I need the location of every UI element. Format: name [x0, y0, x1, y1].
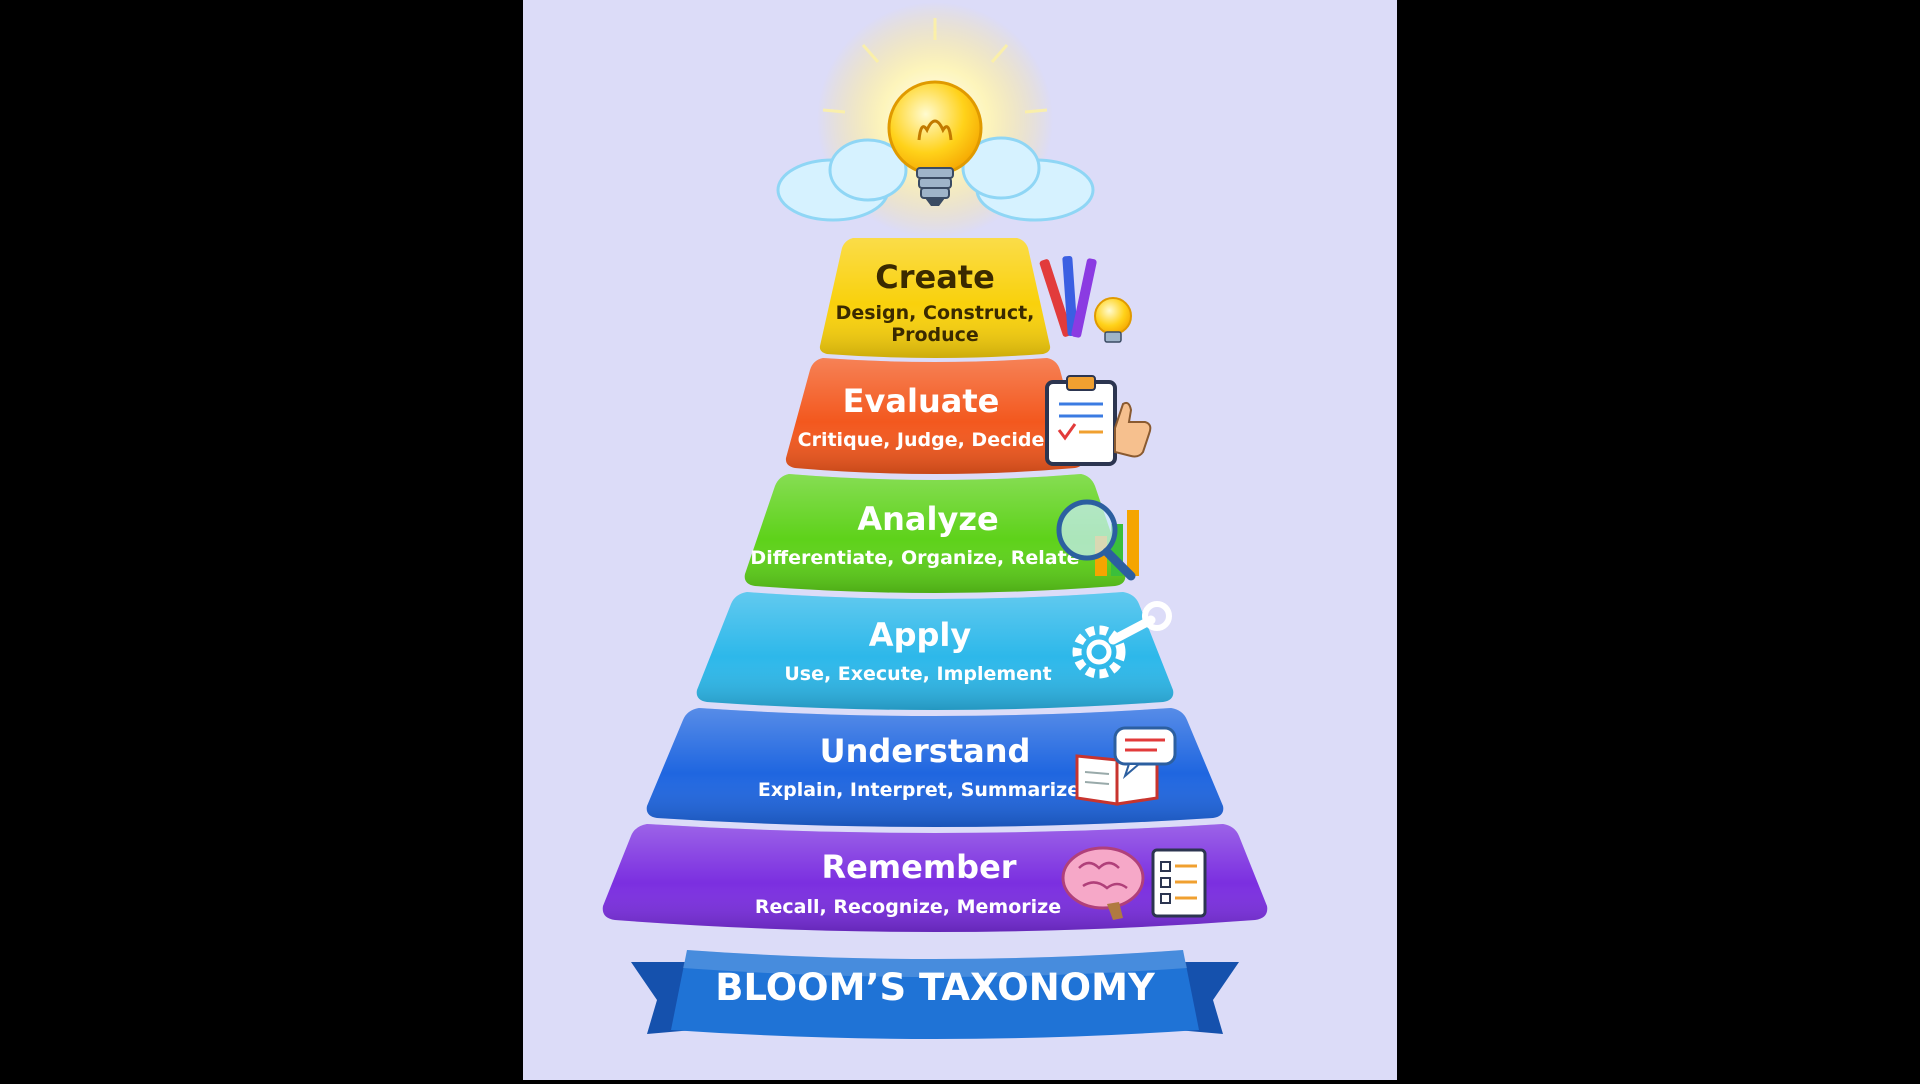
title-banner: BLOOM’S TAXONOMY	[631, 950, 1239, 1039]
tier-title-apply: Apply	[869, 616, 972, 654]
tier-title-evaluate: Evaluate	[843, 382, 1000, 420]
blooms-pyramid-diagram: Create Design, Construct, Produce Evalua…	[602, 2, 1268, 1039]
tier-subtitle-analyze: Differentiate, Organize, Relate	[750, 547, 1079, 569]
brain-checklist-icon	[1061, 846, 1207, 920]
pyramid-tier-evaluate: Evaluate Critique, Judge, Decide	[785, 358, 1085, 474]
lightbulb-clouds-icon	[776, 2, 1095, 238]
tier-subtitle-create-line1: Design, Construct,	[836, 302, 1035, 324]
tier-title-create: Create	[875, 258, 995, 296]
gear-wrench-icon	[1072, 601, 1172, 679]
tier-subtitle-evaluate: Critique, Judge, Decide	[798, 429, 1045, 451]
pyramid-tier-apply: Apply Use, Execute, Implement	[696, 592, 1174, 710]
tier-title-understand: Understand	[820, 732, 1031, 770]
pencils-lightbulb-icon	[1039, 255, 1132, 343]
banner-title: BLOOM’S TAXONOMY	[715, 966, 1156, 1009]
book-speech-bubble-icon	[1075, 726, 1177, 806]
clipboard-thumbs-up-icon	[1045, 375, 1152, 466]
pyramid-tier-create: Create Design, Construct, Produce	[819, 238, 1051, 358]
tier-subtitle-create-line2: Produce	[891, 324, 979, 346]
tier-title-analyze: Analyze	[857, 500, 998, 538]
tier-title-remember: Remember	[821, 848, 1016, 886]
magnifier-bar-chart-icon	[1056, 499, 1139, 581]
pyramid-tier-analyze: Analyze Differentiate, Organize, Relate	[744, 474, 1126, 593]
tier-subtitle-apply: Use, Execute, Implement	[784, 663, 1051, 685]
tier-subtitle-understand: Explain, Interpret, Summarize	[758, 779, 1080, 801]
diagram-panel: Create Design, Construct, Produce Evalua…	[523, 0, 1397, 1080]
tier-subtitle-remember: Recall, Recognize, Memorize	[755, 896, 1061, 918]
